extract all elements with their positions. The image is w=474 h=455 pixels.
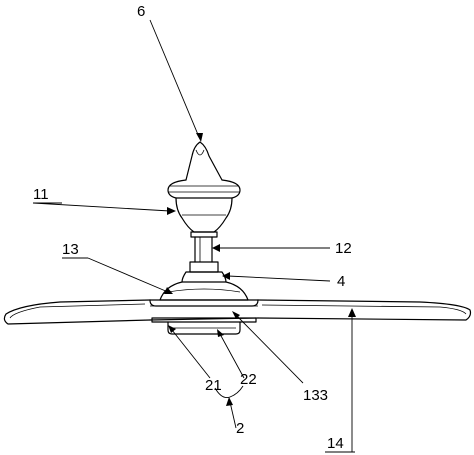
coupling	[181, 261, 227, 283]
hanger-bell	[175, 197, 233, 238]
label-14: 14	[327, 435, 344, 452]
label-13: 13	[62, 241, 79, 258]
label-133: 133	[303, 387, 328, 404]
label-12: 12	[335, 240, 352, 257]
leader-lines	[32, 19, 356, 453]
label-21: 21	[205, 377, 222, 394]
label-4: 4	[337, 273, 345, 290]
label-11: 11	[33, 186, 49, 203]
downrod	[194, 236, 213, 263]
label-6: 6	[137, 3, 145, 20]
fan-blades	[3, 299, 472, 325]
lower-housing	[151, 317, 257, 335]
label-22: 22	[240, 371, 257, 388]
canopy-top	[167, 141, 241, 199]
label-2: 2	[236, 420, 244, 437]
